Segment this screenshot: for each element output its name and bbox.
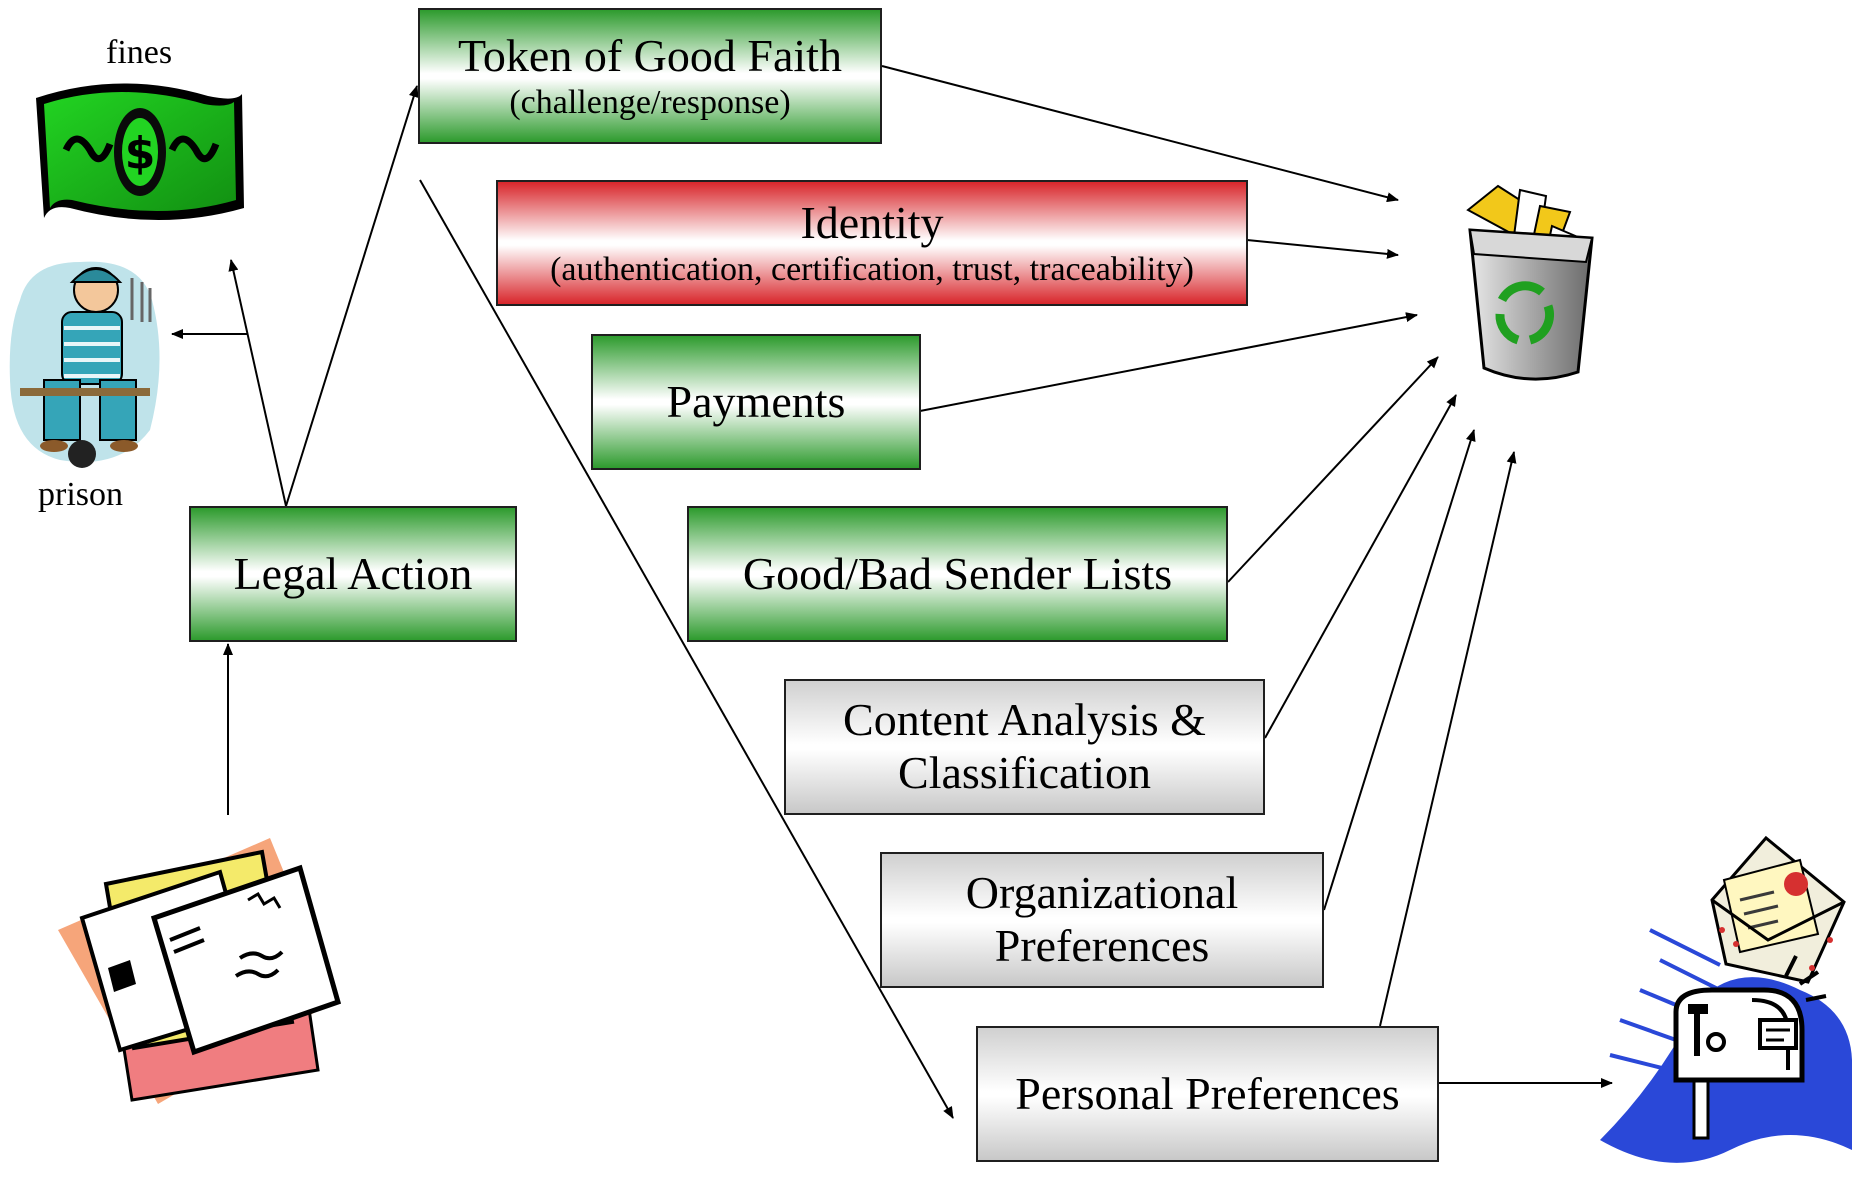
arrow-legal-to-fines [228,259,287,507]
good-bad-sender-lists-box: Good/Bad Sender Lists [687,506,1228,642]
org-line1: Organizational [965,867,1239,919]
fines-caption: fines [106,34,173,71]
prisoner-icon [9,261,160,468]
payments-title: Payments [666,375,846,427]
legal-action-box: Legal Action [189,506,517,642]
identity-box: Identity (authentication, certification,… [496,180,1248,306]
identity-subtitle: (authentication, certification, trust, t… [550,250,1194,288]
arrow-to-personal [419,179,954,1119]
token-of-good-faith-box: Token of Good Faith (challenge/response) [418,8,882,144]
envelopes-icon [58,838,342,1104]
content-line1: Content Analysis & [843,694,1206,746]
identity-title: Identity [800,197,944,248]
arrow-org-to-bin [1323,429,1476,911]
lists-title: Good/Bad Sender Lists [742,547,1173,599]
arrow-legal-to-token [285,85,419,507]
token-title: Token of Good Faith [458,30,842,81]
content-line2: Classification [898,747,1151,798]
prison-caption: prison [38,476,123,513]
arrow-identity-to-bin [1246,239,1399,259]
recycle-bin-icon [1466,184,1594,381]
content-analysis-box: Content Analysis & Classification [784,679,1265,815]
legal-title: Legal Action [233,547,473,599]
personal-title: Personal Preferences [1015,1067,1400,1119]
arrow-payments-to-bin [919,312,1418,412]
arrow-personal-to-bin [1379,451,1517,1027]
arrow-lists-to-bin [1227,356,1439,583]
svg-text:$: $ [125,128,156,179]
money-icon: $ [36,83,244,221]
personal-preferences-box: Personal Preferences [976,1026,1439,1162]
payments-box: Payments [591,334,921,470]
org-line2: Preferences [994,920,1210,971]
organizational-preferences-box: Organizational Preferences [880,852,1324,988]
connector-arrows [171,65,1613,1119]
mailbox-icon [1600,928,1852,1163]
arrow-content-to-bin [1264,394,1457,739]
token-subtitle: (challenge/response) [509,83,791,121]
arrow-token-to-bin [881,65,1399,203]
open-letter-icon [1710,835,1846,984]
